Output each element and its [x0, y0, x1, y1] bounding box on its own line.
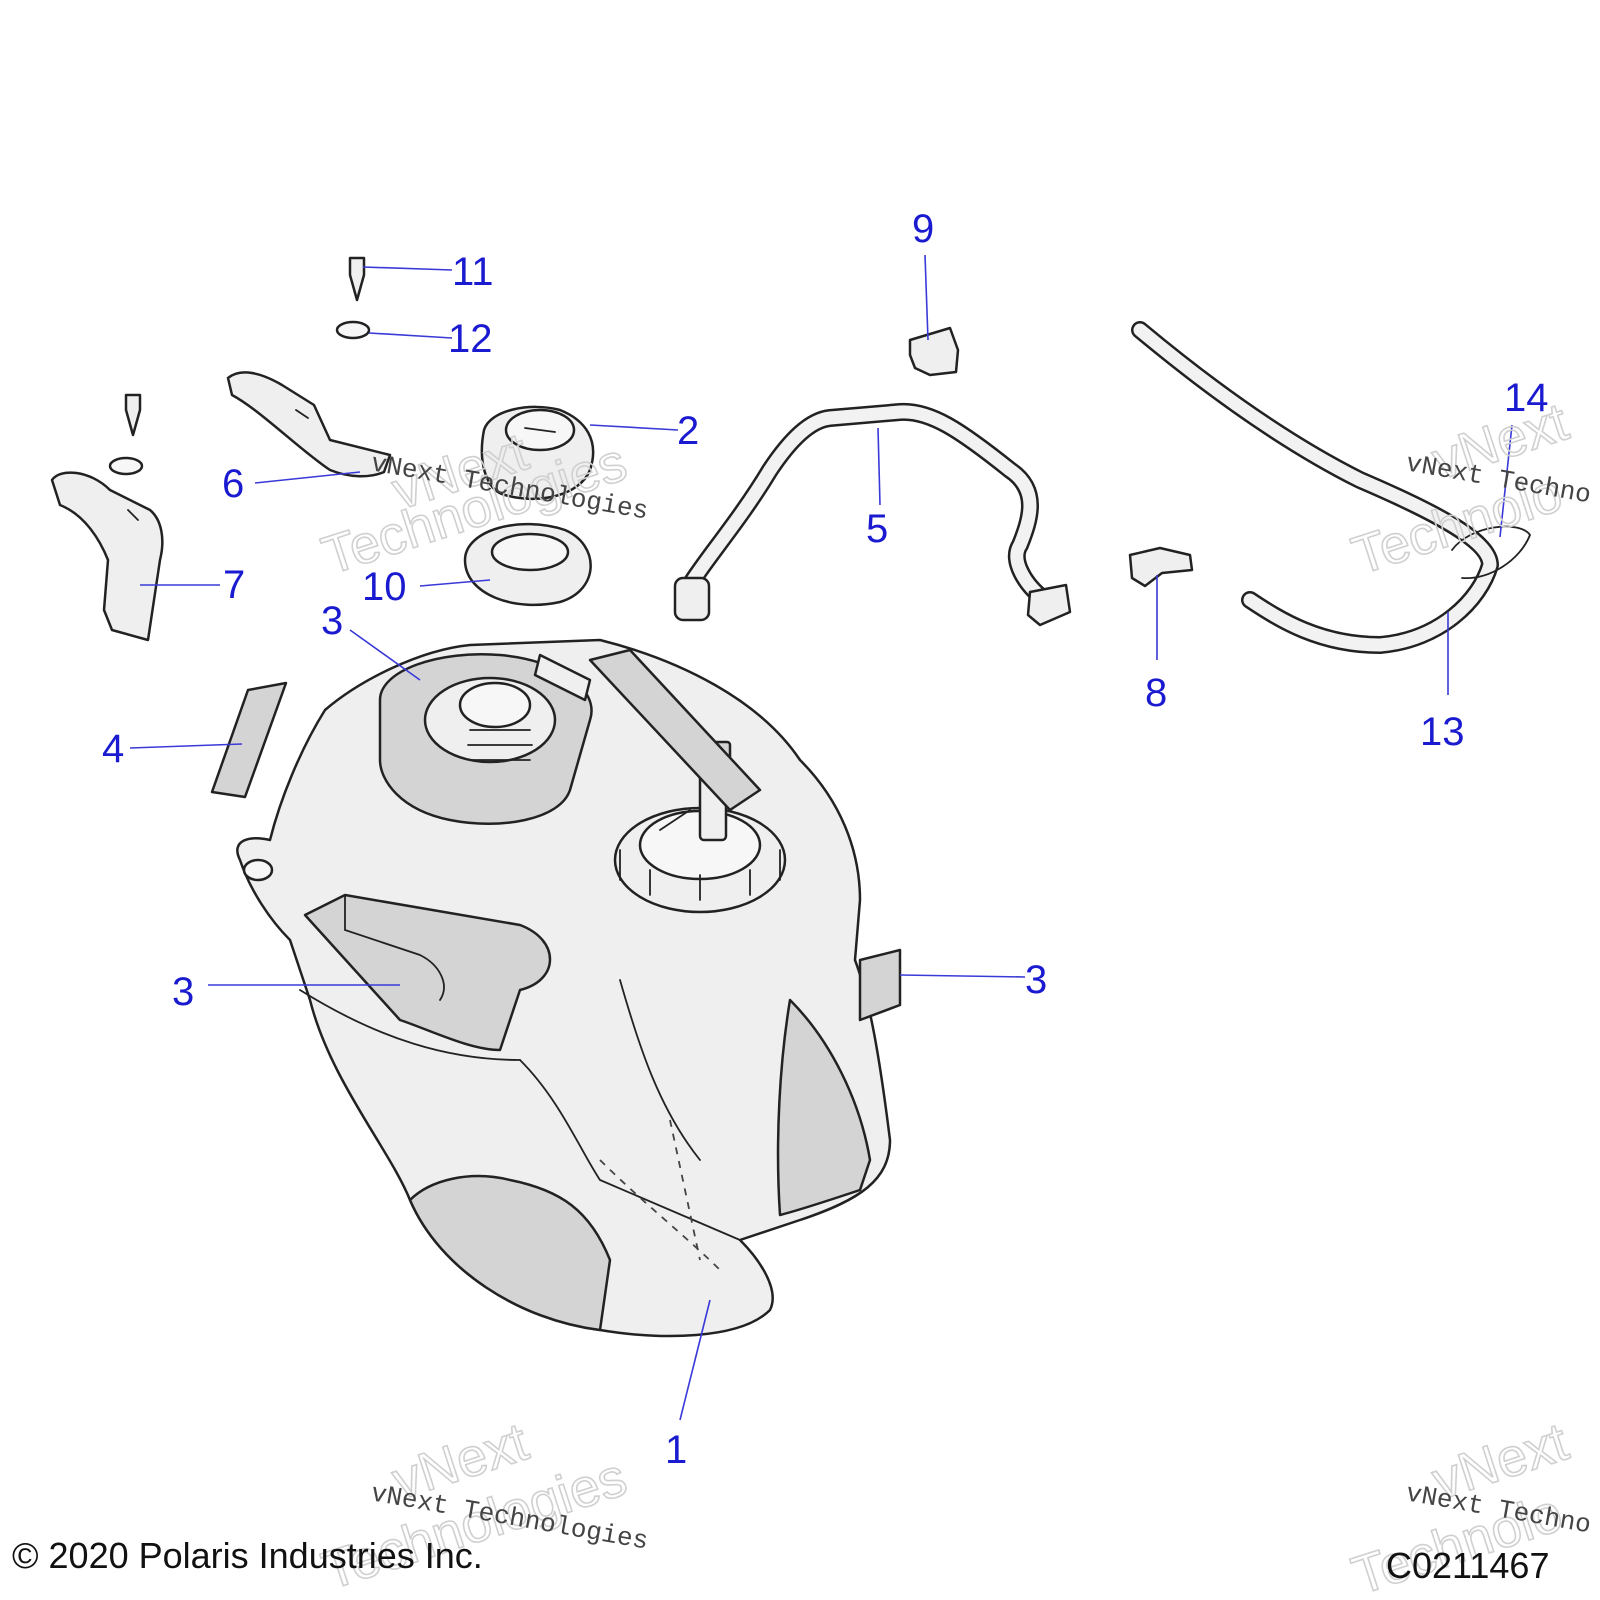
tube-drawing — [673, 402, 1072, 627]
drawing-number: C0211467 — [1386, 1545, 1549, 1586]
fitting-drawing — [1128, 546, 1194, 588]
callout-10: 10 — [362, 565, 407, 609]
washer-drawing — [335, 320, 371, 340]
fuel-tank-drawing — [236, 638, 902, 1338]
bolt-drawing — [348, 256, 366, 302]
clip-drawing — [908, 326, 960, 377]
bracket-upper-drawing — [226, 371, 392, 478]
hose-drawing — [1131, 321, 1499, 654]
callout-13: 13 — [1420, 710, 1465, 754]
callout-7: 7 — [223, 563, 245, 607]
callout-3-top: 3 — [321, 599, 343, 643]
callout-12: 12 — [448, 317, 493, 361]
pad-drawing — [210, 681, 288, 799]
clamp-drawing — [1451, 525, 1532, 579]
callout-3-left: 3 — [172, 970, 194, 1014]
callout-6: 6 — [222, 462, 244, 506]
callout-1: 1 — [665, 1428, 687, 1472]
callout-5: 5 — [866, 507, 888, 551]
callout-9: 9 — [912, 207, 934, 251]
callout-numbers: 1 2 3 3 3 4 5 6 7 8 9 10 11 12 13 14 — [102, 207, 1549, 1472]
callout-2: 2 — [677, 409, 699, 453]
callout-8: 8 — [1145, 671, 1167, 715]
leader-lines — [129, 254, 1513, 1421]
fuel-cap-drawing — [480, 405, 595, 501]
callout-4: 4 — [102, 727, 124, 771]
callout-3-right: 3 — [1025, 958, 1047, 1002]
callout-14: 14 — [1504, 376, 1549, 420]
callout-11: 11 — [452, 250, 494, 294]
copyright-text: © 2020 Polaris Industries Inc. — [12, 1535, 483, 1576]
seal-ring-drawing — [463, 522, 592, 607]
bracket-left-drawing — [50, 471, 164, 642]
